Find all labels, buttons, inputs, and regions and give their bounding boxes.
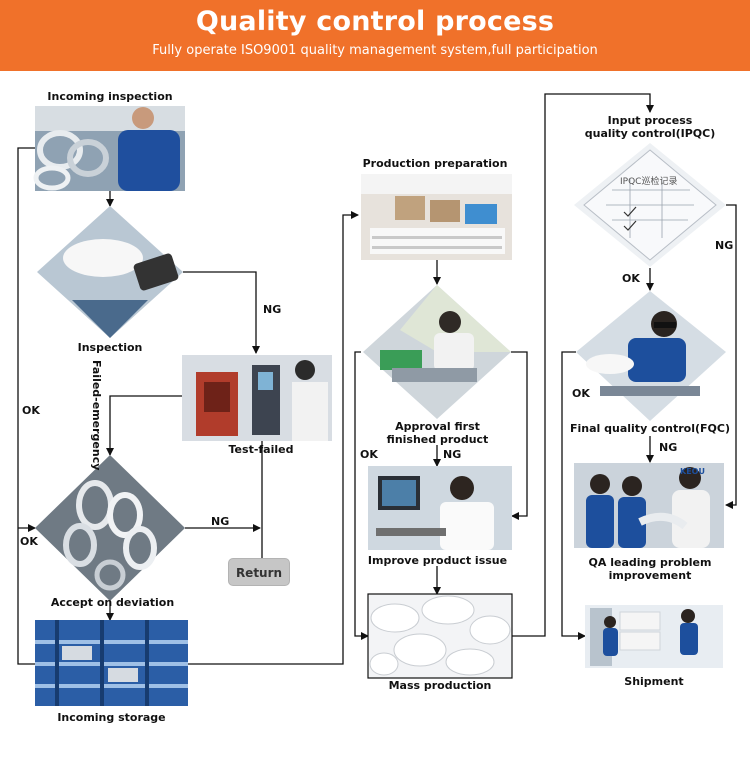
arrow-test-to-deviation xyxy=(110,396,182,455)
approval-label-line2: finished product xyxy=(360,433,515,446)
ok-flag-ipqc: OK xyxy=(622,273,640,285)
ipqc-sheet-header: IPQC巡检记录 xyxy=(620,176,677,188)
inspection-label: Inspection xyxy=(60,341,160,354)
return-button[interactable]: Return xyxy=(228,558,290,586)
ok-flag-approval: OK xyxy=(360,449,378,461)
ng-flag-ipqc: NG xyxy=(715,240,733,252)
arrow-inspection-to-test xyxy=(183,272,256,353)
incoming-inspection-label: Incoming inspection xyxy=(35,90,185,103)
ok-flag-fqc: OK xyxy=(572,388,590,400)
mass-production-photo xyxy=(368,594,512,678)
ok-flag-left-loop: OK xyxy=(22,405,40,417)
mass-production-label: Mass production xyxy=(360,679,520,692)
ng-flag-deviation: NG xyxy=(211,516,229,528)
accept-on-deviation-label: Accept on deviation xyxy=(30,596,195,609)
ipqc-label-line2: quality control(IPQC) xyxy=(570,127,730,140)
test-chamber-photo xyxy=(182,355,332,441)
ng-flag-inspection: NG xyxy=(263,304,281,316)
improve-product-issue-label: Improve product issue xyxy=(360,554,515,567)
ipqc-photo xyxy=(574,143,726,267)
inspection-photo xyxy=(37,206,183,338)
qa-label-line2: improvement xyxy=(570,569,730,582)
approval-label-line1: Approval first xyxy=(360,420,515,433)
test-failed-label: Test-failed xyxy=(206,443,316,456)
ng-flag-fqc: NG xyxy=(659,442,677,454)
approval-photo xyxy=(363,285,511,419)
storage-photo xyxy=(35,620,188,706)
shipment-photo xyxy=(585,605,723,668)
incoming-inspection-photo xyxy=(35,106,185,191)
ok-flag-deviation: OK xyxy=(20,536,38,548)
preparation-photo xyxy=(361,174,512,260)
fqc-photo xyxy=(576,291,726,421)
brand-mark: KEOU xyxy=(680,466,705,478)
deviation-photo xyxy=(35,455,185,601)
production-preparation-label: Production preparation xyxy=(350,157,520,170)
arrow-approval-ok-to-mass xyxy=(355,352,368,636)
improve-photo xyxy=(368,466,512,550)
failed-emergency-flag: Failed-emergency xyxy=(90,360,103,470)
ipqc-label-line1: Input process xyxy=(570,114,730,127)
qa-label-line1: QA leading problem xyxy=(570,556,730,569)
shipment-label: Shipment xyxy=(585,675,723,688)
incoming-storage-label: Incoming storage xyxy=(35,711,188,724)
ng-flag-approval: NG xyxy=(443,449,461,461)
fqc-label: Final quality control(FQC) xyxy=(565,422,735,435)
